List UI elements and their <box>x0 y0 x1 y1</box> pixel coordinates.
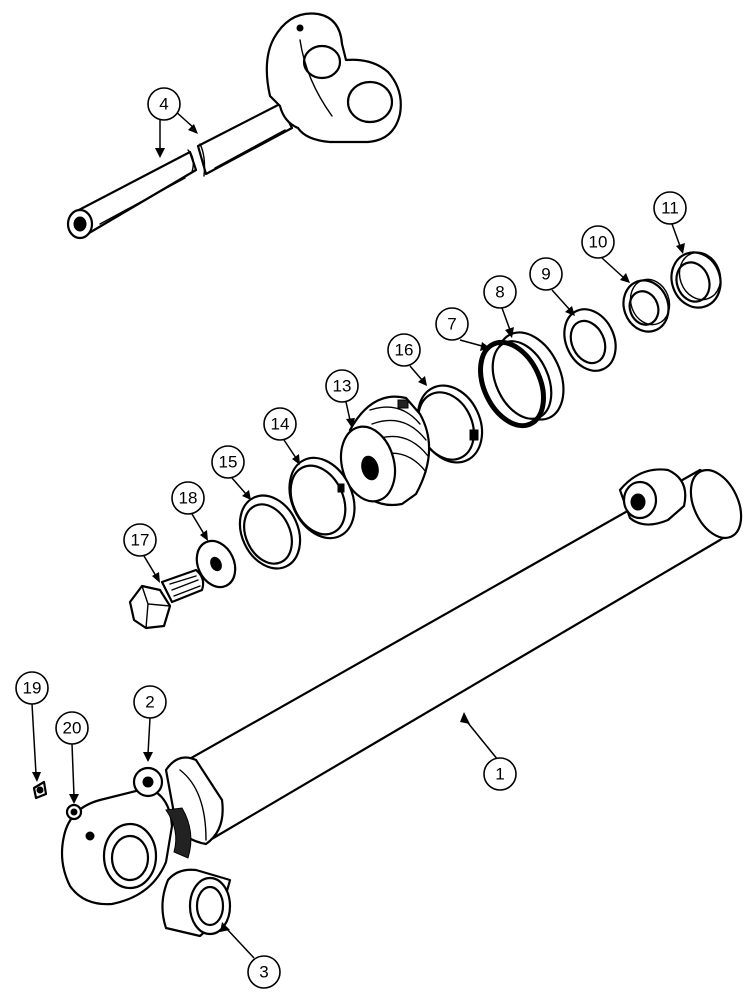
piston-ring-14 <box>288 456 356 540</box>
wiper-seal <box>670 251 722 309</box>
callout-9: 9 <box>529 257 575 316</box>
bushing <box>161 868 232 938</box>
o-ring <box>478 339 546 429</box>
callout-11-label: 11 <box>661 199 679 218</box>
washer <box>195 539 237 589</box>
callout-1: 1 <box>460 712 517 791</box>
set-screw <box>65 803 83 821</box>
piston <box>339 395 431 506</box>
backup-washer <box>563 308 617 372</box>
callout-20: 20 <box>55 711 89 804</box>
callout-3: 3 <box>220 922 281 989</box>
callout-15-label: 15 <box>219 453 238 472</box>
callout-18-label: 18 <box>179 489 198 508</box>
rod-seal <box>622 278 671 333</box>
callout-14-label: 14 <box>271 415 290 434</box>
callout-10: 10 <box>581 225 630 283</box>
callout-7: 7 <box>435 307 490 351</box>
callout-2-label: 2 <box>145 693 154 712</box>
callout-9-label: 9 <box>541 265 550 284</box>
wear-ring <box>491 331 565 421</box>
callout-4-label: 4 <box>159 95 168 114</box>
callout-13-label: 13 <box>333 377 352 396</box>
callout-14: 14 <box>263 407 300 465</box>
callout-17-label: 17 <box>131 531 150 550</box>
callout-17: 17 <box>123 523 160 583</box>
callout-15: 15 <box>211 445 251 500</box>
callout-18: 18 <box>171 481 208 541</box>
callout-19: 19 <box>15 671 49 782</box>
callout-11: 11 <box>653 191 687 254</box>
callout-3-label: 3 <box>259 963 268 982</box>
callout-16: 16 <box>387 333 427 386</box>
piston-rod <box>66 12 402 240</box>
callout-4: 4 <box>147 87 198 158</box>
callout-8-label: 8 <box>495 283 504 302</box>
piston-ring-15 <box>238 494 302 570</box>
callout-19-label: 19 <box>23 679 42 698</box>
callout-16-label: 16 <box>395 341 414 360</box>
grease-fitting <box>32 780 48 800</box>
cylinder-barrel <box>60 468 743 906</box>
callout-1-label: 1 <box>495 765 504 784</box>
callout-13: 13 <box>325 369 359 428</box>
callout-8: 8 <box>483 275 517 338</box>
piston-bolt <box>128 568 205 630</box>
callout-20-label: 20 <box>63 719 82 738</box>
callout-2: 2 <box>133 685 167 762</box>
callout-7-label: 7 <box>447 315 456 334</box>
callout-10-label: 10 <box>589 233 608 252</box>
